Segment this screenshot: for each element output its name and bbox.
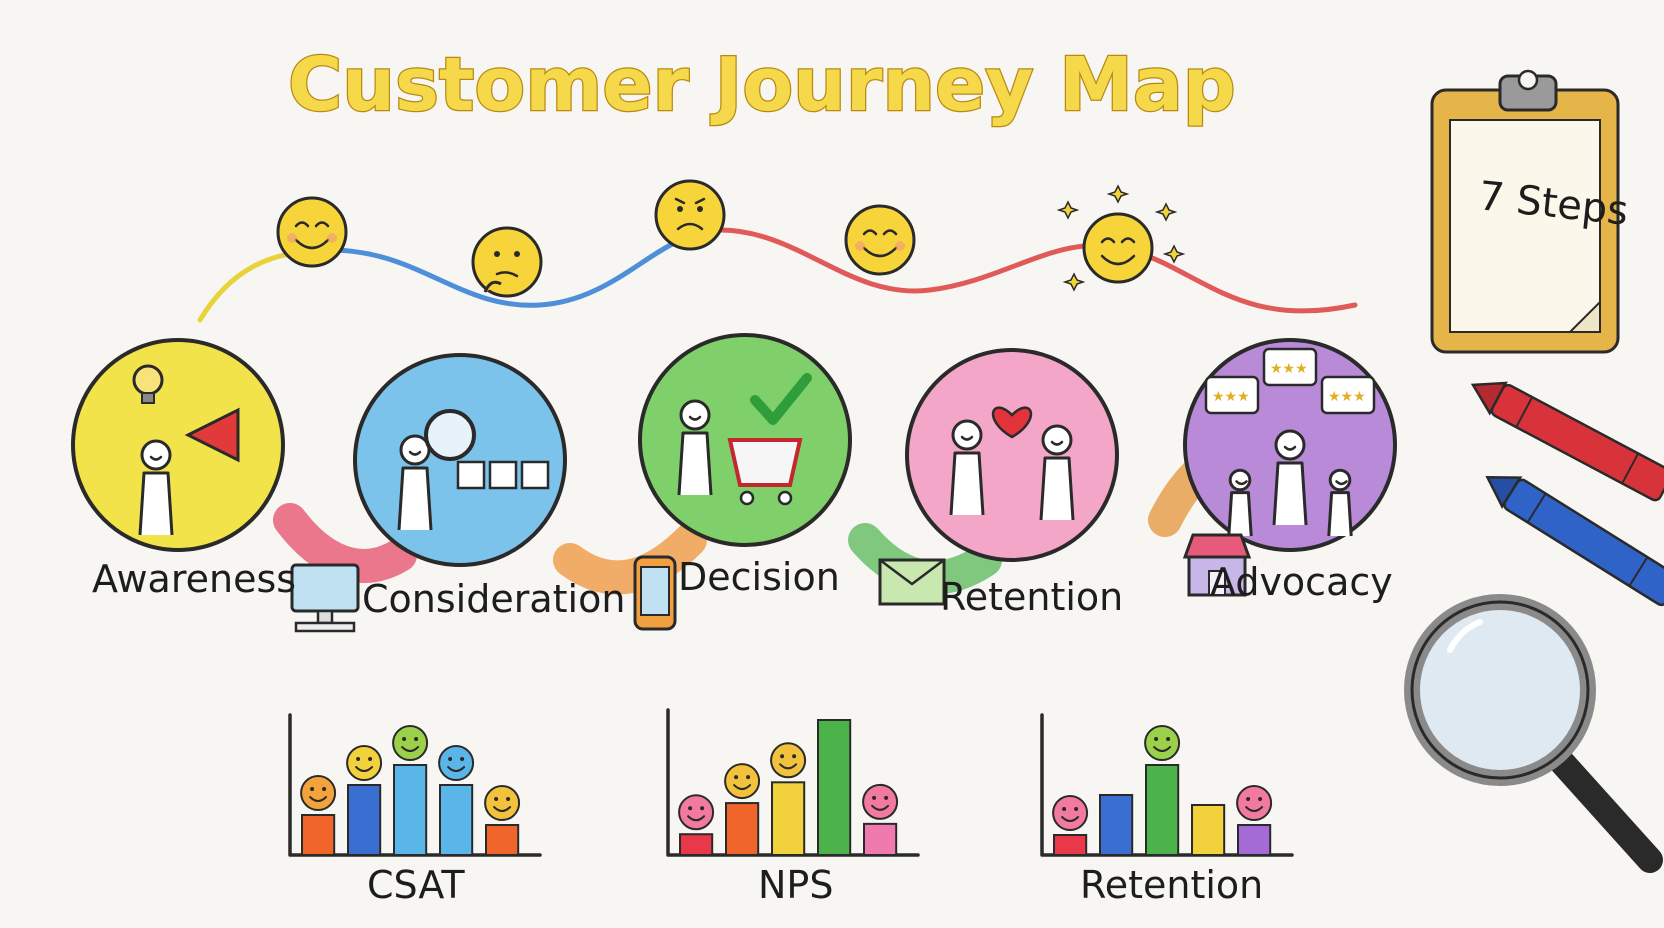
shopping-cart-check-icon (677, 373, 812, 506)
red-crayon-icon (1470, 381, 1664, 502)
bar (1145, 764, 1180, 856)
stage-circle-decision[interactable] (638, 333, 852, 547)
bar (679, 833, 714, 857)
stage-circle-advocacy[interactable]: ★★★ ★★★ ★★★ (1183, 338, 1397, 552)
metric-label-nps: NPS (758, 863, 833, 907)
storefront-icon (1182, 533, 1252, 597)
smiley-face-icon (484, 785, 521, 821)
metric-label-csat: CSAT (367, 863, 465, 907)
stage-label-awareness: Awareness (92, 557, 296, 601)
mood-face-content-icon (844, 204, 916, 276)
bar (301, 814, 336, 856)
envelope-icon (878, 558, 946, 606)
bar (725, 802, 760, 856)
smiley-face-icon (770, 742, 807, 779)
smiley-face-icon (1236, 785, 1273, 821)
handshake-heart-icon (949, 406, 1075, 521)
bar (1237, 824, 1272, 856)
smiley-face-icon (1052, 795, 1089, 831)
smartphone-icon (633, 555, 677, 631)
bar (771, 781, 806, 856)
mood-face-delighted-icon (1056, 184, 1186, 292)
smiley-face-icon (392, 725, 429, 761)
page-title: Customer Journey Map (288, 42, 1236, 128)
smiley-face-icon (300, 775, 337, 811)
bar (863, 822, 898, 856)
bar (439, 784, 474, 856)
stage-label-decision: Decision (678, 555, 840, 599)
computer-icon (290, 563, 360, 633)
smiley-face-icon (724, 763, 761, 800)
metric-label-retention: Retention (1080, 863, 1263, 907)
mood-face-worried-icon (654, 179, 726, 251)
bar (1191, 804, 1226, 856)
metric-chart-retention: Retention (1040, 713, 1294, 907)
bar (347, 784, 382, 856)
clipboard: 7 Steps (1430, 69, 1630, 354)
svg-text:★★★: ★★★ (1212, 389, 1250, 405)
emotion-curve (197, 227, 1358, 323)
smiley-face-icon (438, 745, 475, 781)
stage-label-consideration: Consideration (362, 577, 625, 621)
reviews-crowd-icon: ★★★ ★★★ ★★★ (1204, 347, 1376, 537)
bar (1099, 794, 1134, 856)
smiley-face-icon (346, 745, 383, 781)
magnifying-glass-icon (1404, 594, 1663, 873)
blue-crayon-icon (1485, 475, 1664, 607)
stage-circle-retention[interactable] (905, 348, 1119, 562)
smiley-face-icon (862, 783, 899, 820)
stage-label-retention: Retention (940, 575, 1123, 619)
stage-label-advocacy: Advocacy (1210, 560, 1393, 604)
metric-chart-csat: CSAT (288, 713, 542, 907)
bar (1053, 834, 1088, 856)
svg-text:★★★: ★★★ (1328, 389, 1366, 405)
svg-text:★★★: ★★★ (1270, 361, 1308, 377)
mood-face-thinking-icon (471, 226, 543, 298)
stage-circle-consideration[interactable] (353, 353, 567, 567)
smiley-face-icon (1144, 725, 1181, 761)
megaphone-person-icon (132, 364, 240, 536)
metric-chart-nps: NPS (666, 708, 920, 907)
bar (817, 719, 852, 856)
mood-face-happy-icon (276, 196, 348, 268)
stage-circle-awareness[interactable] (71, 338, 285, 552)
bar (393, 764, 428, 856)
bar (485, 824, 520, 856)
smiley-face-icon (678, 794, 715, 831)
magnifier-compare-icon (397, 409, 550, 531)
